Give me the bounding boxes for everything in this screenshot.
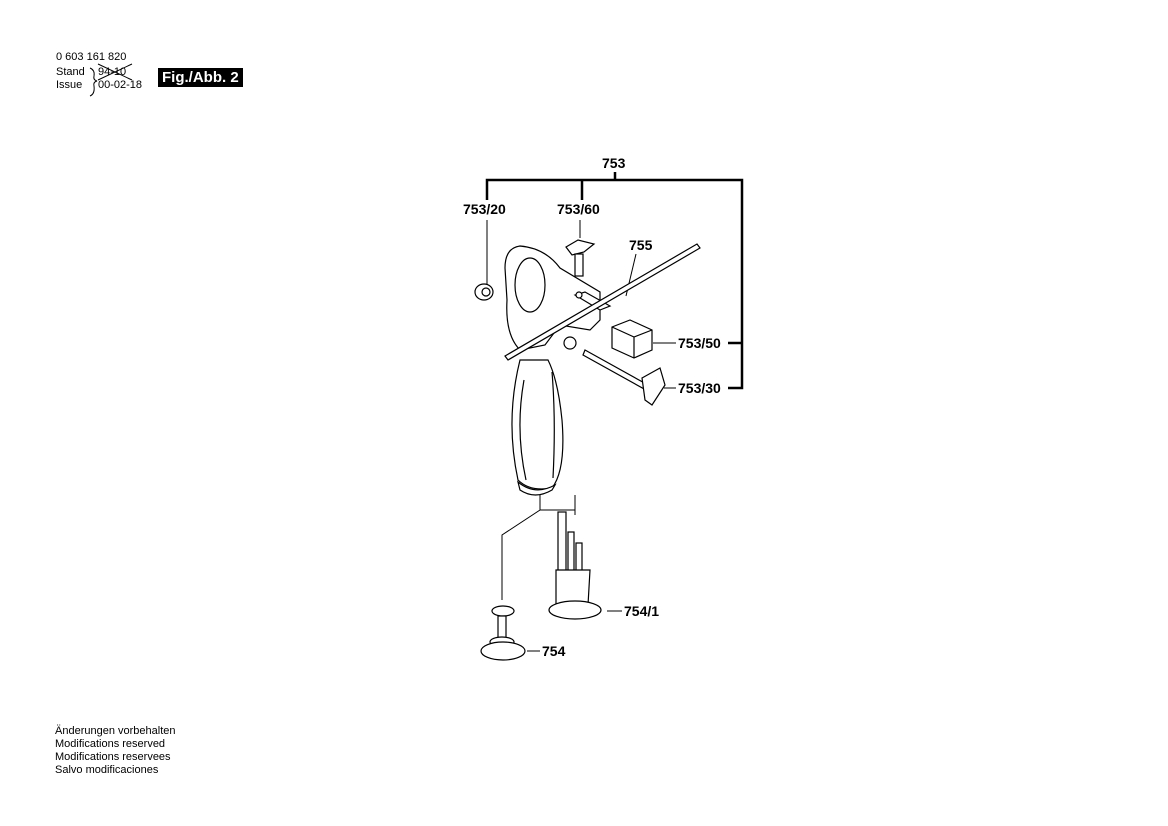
figure-label: Fig./Abb. 2 <box>158 68 243 87</box>
part-number: 0 603 161 820 <box>56 51 127 63</box>
nut-753-20 <box>474 283 494 301</box>
footer-line-en: Modifications reserved <box>55 738 166 750</box>
side-handle <box>511 359 564 496</box>
label-753-30: 753/30 <box>678 380 721 396</box>
label-753-20: 753/20 <box>463 201 506 217</box>
label-753-60: 753/60 <box>557 201 600 217</box>
footer-line-de: Änderungen vorbehalten <box>55 725 176 737</box>
stand-value: 94-10 <box>98 66 127 78</box>
footer-line-fr: Modifications reservees <box>55 751 171 763</box>
bracket-753 <box>485 172 744 390</box>
depth-rod-755 <box>504 243 701 361</box>
slide-block-753-50 <box>611 319 653 359</box>
brace-and-strike <box>89 63 133 97</box>
leader-lines <box>486 220 676 652</box>
footer-line-es: Salvo modificaciones <box>55 764 159 776</box>
label-755: 755 <box>629 237 653 253</box>
issue-value: 00-02-18 <box>98 79 143 91</box>
label-754-1: 754/1 <box>624 603 659 619</box>
label-753-50: 753/50 <box>678 335 721 351</box>
label-754: 754 <box>542 643 566 659</box>
label-753: 753 <box>602 155 626 171</box>
stand-label: Stand <box>56 66 85 78</box>
wing-bolt-753-30 <box>563 336 666 406</box>
wing-screw-753-60 <box>565 239 596 277</box>
issue-label: Issue <box>56 79 83 91</box>
knob-754 <box>480 605 526 661</box>
handle-clamp-ring <box>504 245 612 351</box>
bit-holder-754-1 <box>548 511 602 620</box>
